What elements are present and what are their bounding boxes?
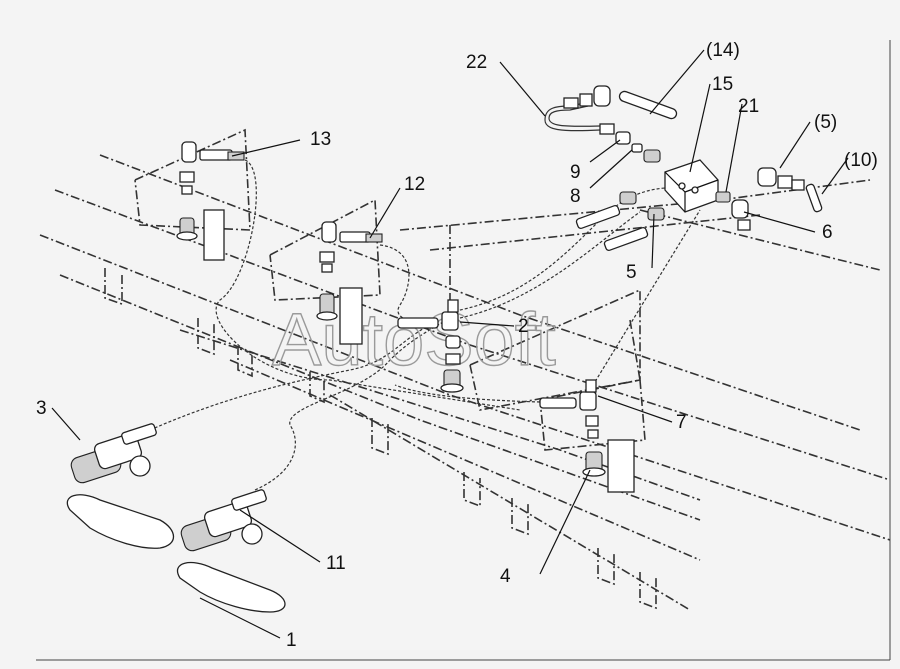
part-14-tube — [618, 90, 678, 120]
label-5: 5 — [626, 262, 637, 283]
label-10: (10) — [844, 150, 878, 171]
label-13: 13 — [310, 129, 331, 150]
label-14: (14) — [706, 40, 740, 61]
label-7: 7 — [676, 412, 687, 433]
part-7-tee-assembly — [539, 379, 635, 493]
label-15: 15 — [712, 74, 733, 95]
part-13-fittings — [176, 141, 245, 261]
part-5-fittings — [575, 167, 823, 252]
label-5b: (5) — [814, 112, 837, 133]
machine-frame — [39, 128, 891, 611]
part-3-coupling — [66, 423, 175, 549]
watermark: AutoSoft — [272, 298, 556, 381]
label-9: 9 — [570, 162, 581, 183]
label-6: 6 — [822, 222, 833, 243]
label-8: 8 — [570, 186, 581, 207]
label-4: 4 — [500, 566, 511, 587]
label-22: 22 — [466, 52, 487, 73]
part-21-fitting — [715, 191, 751, 231]
hose-lines — [149, 101, 701, 491]
part-22-pipe — [563, 85, 661, 163]
label-11: 11 — [326, 553, 346, 574]
part-2-tee-assembly — [397, 299, 464, 393]
label-1: 1 — [286, 630, 297, 651]
label-2: 2 — [518, 316, 529, 337]
label-12: 12 — [404, 174, 425, 195]
part-12-fittings — [316, 221, 383, 345]
label-21: 21 — [738, 96, 759, 117]
part-11-coupling — [177, 489, 286, 613]
label-3: 3 — [36, 398, 47, 419]
leader-lines — [51, 49, 849, 639]
